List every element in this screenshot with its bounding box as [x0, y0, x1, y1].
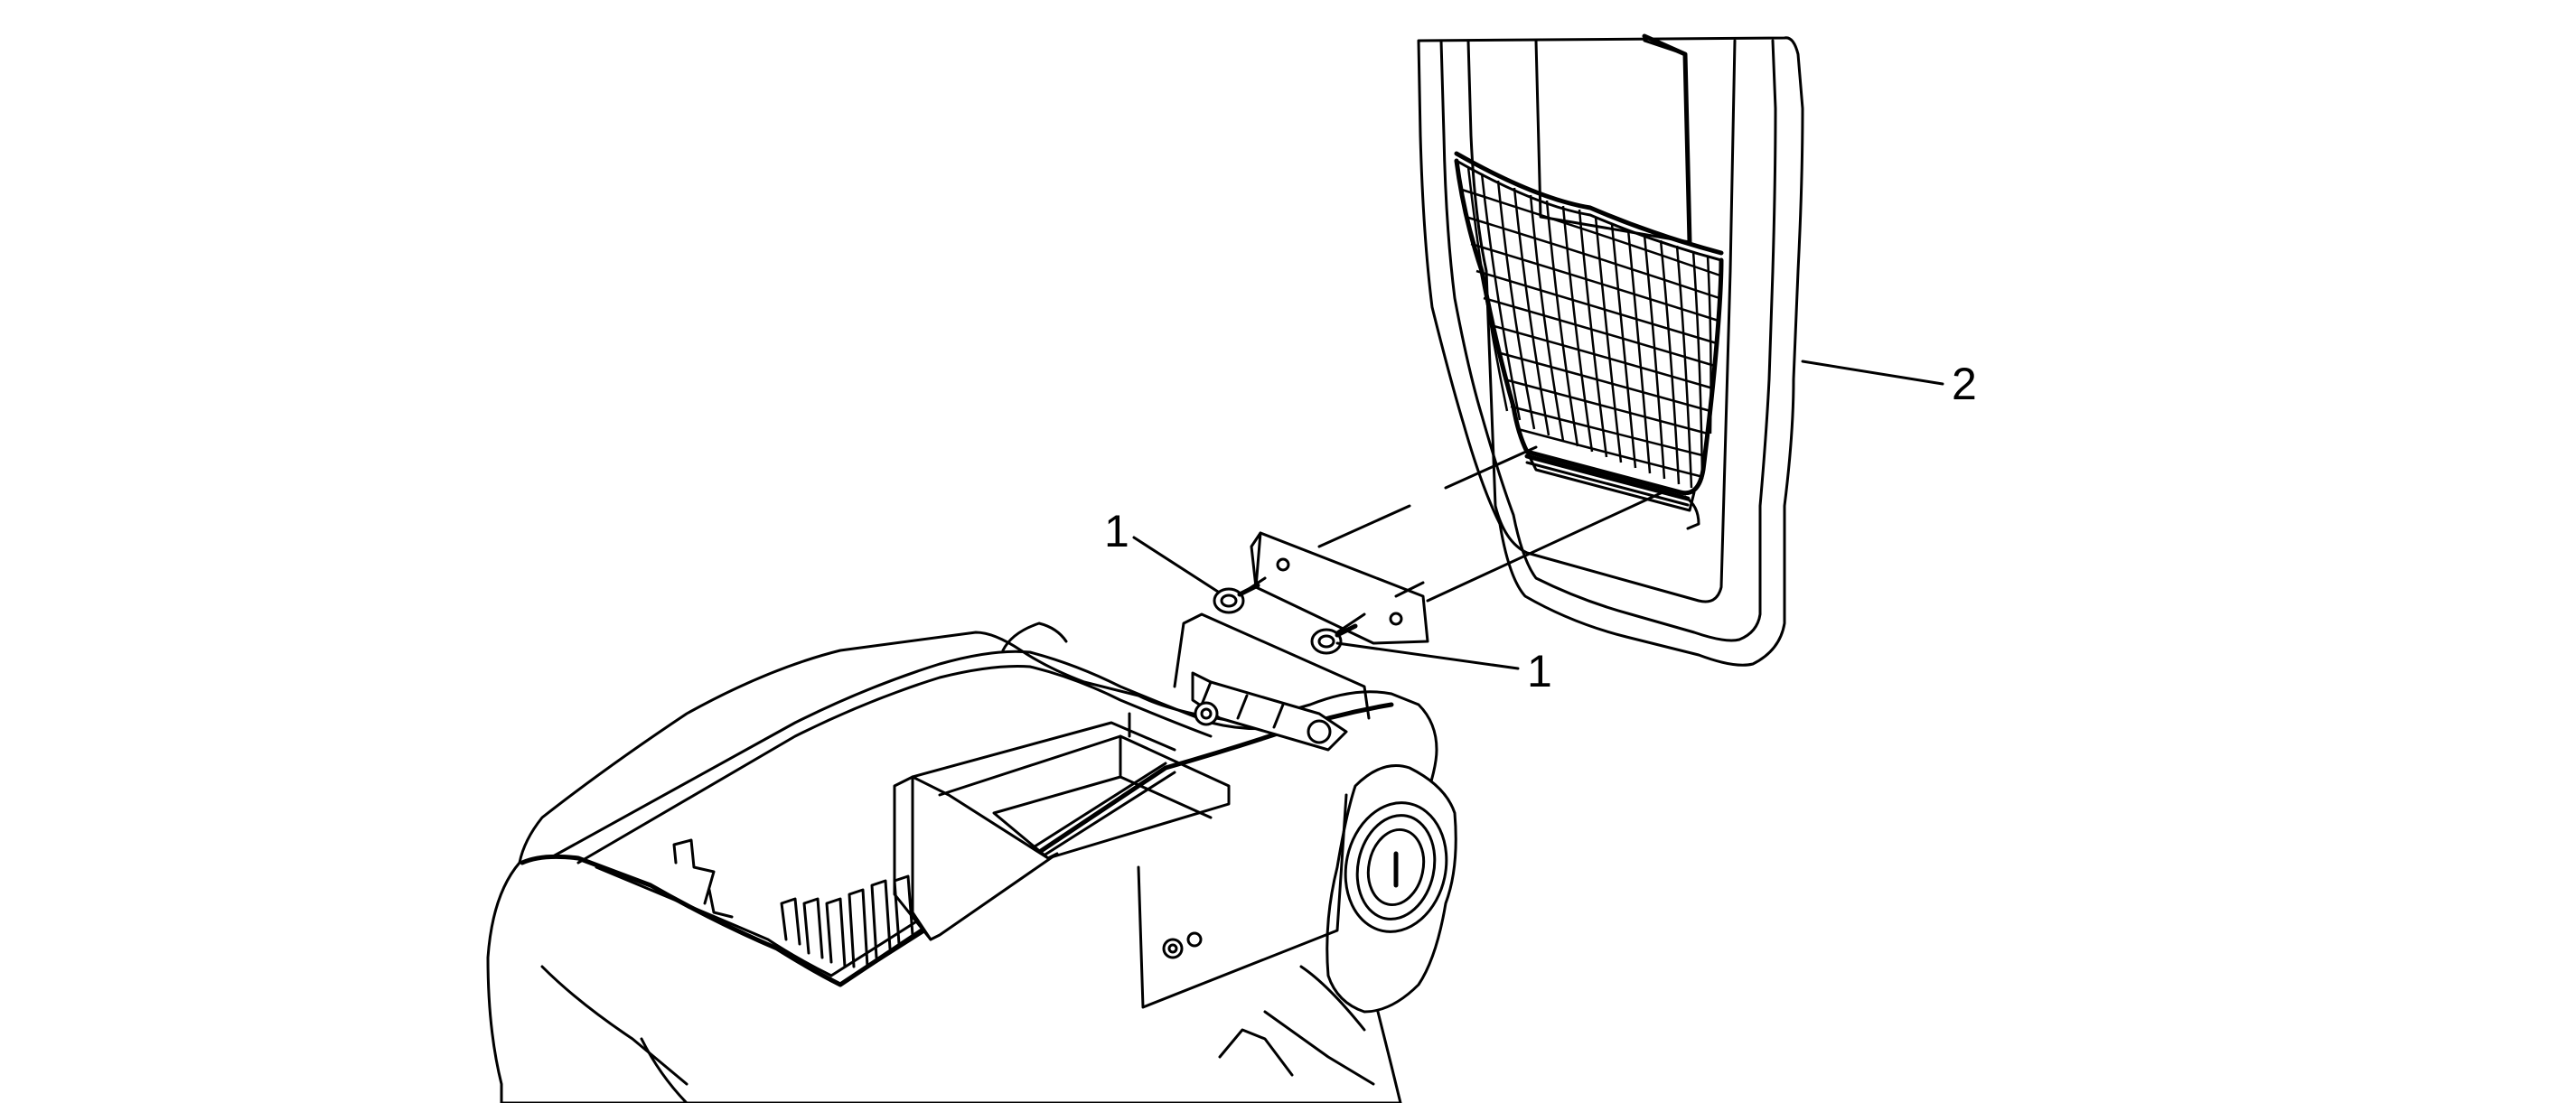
callout-armrest-lid: 2 — [1801, 359, 1977, 409]
tray-divider — [893, 775, 1059, 941]
callout-label-lid: 2 — [1952, 359, 1977, 409]
tray-cavity — [938, 734, 1231, 860]
storage-net — [1454, 151, 1724, 530]
leader-line-upper — [1132, 536, 1220, 594]
net-top-band — [1454, 151, 1724, 256]
callout-label-upper: 1 — [1104, 506, 1129, 556]
console-hinge — [1173, 612, 1371, 752]
lid-inner-panel — [1466, 39, 1737, 603]
callout-fastener-upper: 1 — [1104, 506, 1220, 594]
alignment-line-upper — [1317, 504, 1411, 548]
callout-label-lower: 1 — [1527, 646, 1552, 696]
tray-front-wall — [595, 865, 833, 977]
console-base — [486, 612, 1457, 1103]
tray-ribs — [780, 874, 914, 968]
fastener-lower — [1310, 612, 1366, 655]
side-bolt-1 — [1162, 938, 1184, 959]
leader-line-lid — [1801, 360, 1944, 386]
alignment-line-lower — [1426, 491, 1664, 603]
fastener-upper — [1213, 576, 1267, 614]
latch-housing — [1325, 764, 1457, 1014]
side-bolt-2 — [1186, 931, 1203, 948]
callout-fastener-lower: 1 — [1335, 641, 1552, 696]
bracket-plate — [1254, 531, 1429, 645]
lid-recess-edge — [1642, 33, 1692, 245]
lid-inner-rim — [1439, 39, 1777, 642]
console-side-panel — [1137, 793, 1348, 1009]
leader-line-lower — [1335, 641, 1520, 670]
retainer-bracket — [1250, 445, 1664, 645]
armrest-lid — [1417, 33, 1804, 667]
lid-outer-shell — [1417, 36, 1804, 667]
tray-left-slot — [672, 838, 716, 905]
